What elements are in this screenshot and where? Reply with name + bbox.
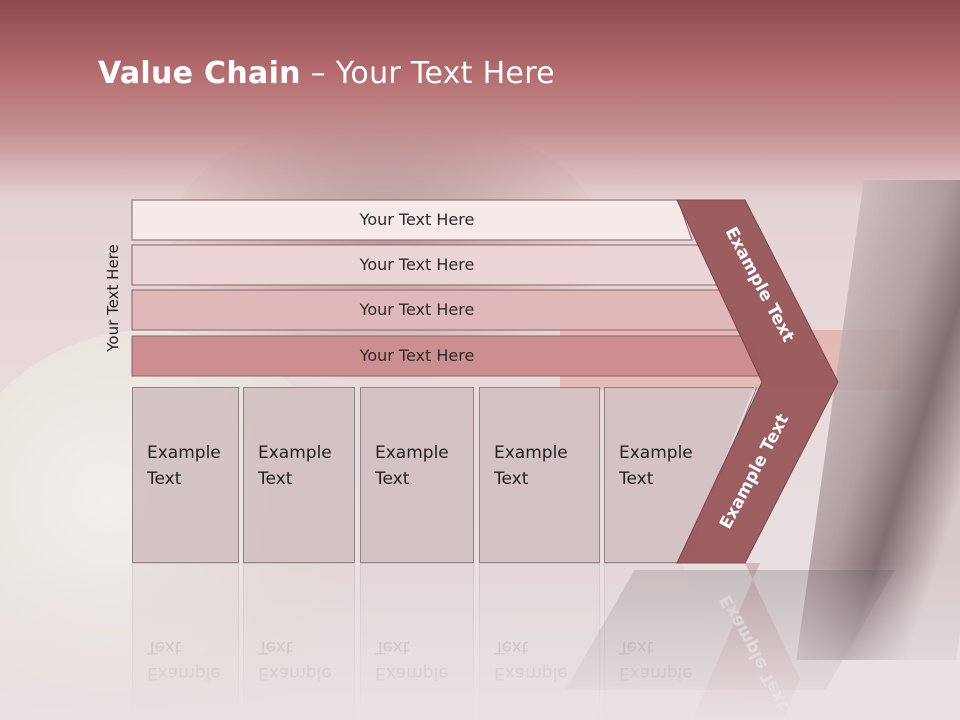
- column-3[interactable]: Example Text: [360, 387, 474, 563]
- column-2-line1: Example: [258, 443, 332, 463]
- title-rest: – Your Text Here: [300, 56, 555, 91]
- column-1-line2: Text: [147, 469, 182, 489]
- title-bold: Value Chain: [98, 56, 301, 91]
- column-4[interactable]: Example Text: [479, 387, 600, 563]
- bar-3-label: Your Text Here: [359, 300, 475, 319]
- bar-4-label: Your Text Here: [359, 346, 475, 365]
- slide-title[interactable]: Value Chain – Your Text Here: [98, 56, 555, 91]
- column-3-line2: Text: [375, 469, 410, 489]
- column-4-line1: Example: [494, 443, 568, 463]
- bar-1-label: Your Text Here: [359, 210, 475, 229]
- bar-4[interactable]: Your Text Here: [131, 335, 765, 377]
- column-3-line1: Example: [375, 443, 449, 463]
- column-1-line1: Example: [147, 443, 221, 463]
- bar-3[interactable]: Your Text Here: [131, 289, 741, 331]
- column-1[interactable]: Example Text: [132, 387, 239, 563]
- bar-1-shape: [131, 199, 693, 241]
- column-4-line2: Text: [494, 469, 529, 489]
- bar-2[interactable]: Your Text Here: [131, 244, 718, 286]
- column-2-line2: Text: [258, 469, 293, 489]
- bar-2-label: Your Text Here: [359, 255, 475, 274]
- column-5-line2: Text: [619, 469, 654, 489]
- bar-1[interactable]: Your Text Here: [131, 199, 693, 241]
- column-5-line1: Example: [619, 443, 693, 463]
- column-2[interactable]: Example Text: [243, 387, 355, 563]
- side-label[interactable]: Your Text Here: [104, 244, 122, 352]
